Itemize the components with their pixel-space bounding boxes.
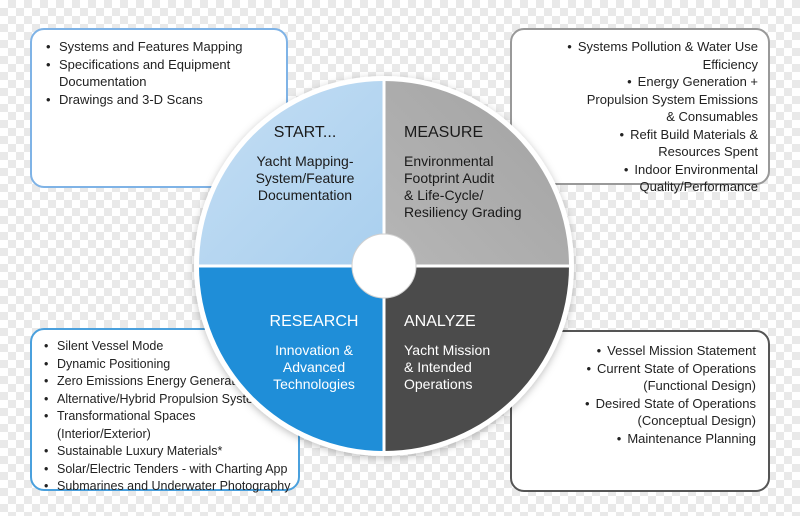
quadrant-research-label: RESEARCH Innovation & Advanced Technolog… [244,313,384,393]
quadrant-line: Documentation [257,187,353,203]
quadrant-analyze [384,266,569,451]
quadrant-line: Resiliency Grading [404,204,522,220]
list-item: •Maintenance Planning [616,430,756,446]
list-item: Specifications and Equipment [46,56,276,74]
quadrant-measure [384,81,569,266]
box-measure-details: •Systems Pollution & Water Use Efficienc… [510,28,770,194]
quadrant-title: MEASURE [404,124,484,141]
list-item: •Current State of Operations [586,360,756,376]
wheel-hub [351,233,417,299]
list-item: •Vessel Mission Statement [596,343,756,358]
list-item: Sustainable Luxury Materials* [44,443,292,461]
quadrant-line: Yacht Mission [404,342,491,358]
box-analyze-details: •Vessel Mission Statement •Current State… [510,330,770,492]
quadrant-line: Innovation & [275,342,353,358]
list-item: Documentation [59,74,147,89]
quadrant-line: System/Feature [255,170,355,186]
quadrant-start-label: START... Yacht Mapping- System/Feature D… [230,124,380,204]
quadrant-title: ANALYZE [404,313,476,330]
list-item: Drawings and 3-D Scans [46,91,276,109]
box-start-details: Systems and Features Mapping Specificati… [30,28,288,188]
quadrant-line: Technologies [273,376,355,392]
quadrant-line: Operations [404,376,473,392]
list-item: •Refit Build Materials & [619,126,758,142]
list-item: •Desired State of Operations [585,395,756,411]
list-item: Silent Vessel Mode [44,338,292,356]
list-item: •Energy Generation + [627,74,758,89]
list-item: Transformational Spaces (Interior/Exteri… [44,408,292,443]
quadrant-line: & Life-Cycle/ [404,187,484,203]
list-item: & Consumables [666,109,758,124]
list-item: Propulsion System Emissions [586,91,758,107]
quadrant-line: Footprint Audit [404,170,495,186]
quadrant-research [199,266,384,451]
list-item: Submarines and Underwater Photography [44,478,292,496]
list-item: •Indoor Environmental [623,161,758,177]
quadrant-start [199,81,384,266]
list-item: Resources Spent [658,144,758,159]
quadrant-line: Yacht Mapping- [256,153,354,169]
list-item: Dynamic Positioning [44,356,292,374]
quadrant-title: START... [273,124,337,141]
list-item: Systems and Features Mapping [46,38,276,56]
quadrant-line: Advanced [282,359,346,375]
list-item: Quality/Performance [639,179,759,194]
list-item: Solar/Electric Tenders - with Charting A… [44,461,292,479]
list-item: •Systems Pollution & Water Use Efficienc… [567,39,758,72]
quadrant-line: & Intended [404,359,472,375]
list-item: Zero Emissions Energy Generation [44,373,292,391]
quadrant-analyze-label: ANALYZE Yacht Mission & Intended Operati… [404,313,544,393]
quadrant-line: Environmental [404,153,494,169]
quadrant-measure-label: MEASURE Environmental Footprint Audit & … [404,124,554,221]
quadrant-title: RESEARCH [269,313,359,330]
list-item: (Conceptual Design) [637,413,756,428]
list-item: (Functional Design) [643,378,756,393]
list-item: Alternative/Hybrid Propulsion System [44,391,292,409]
